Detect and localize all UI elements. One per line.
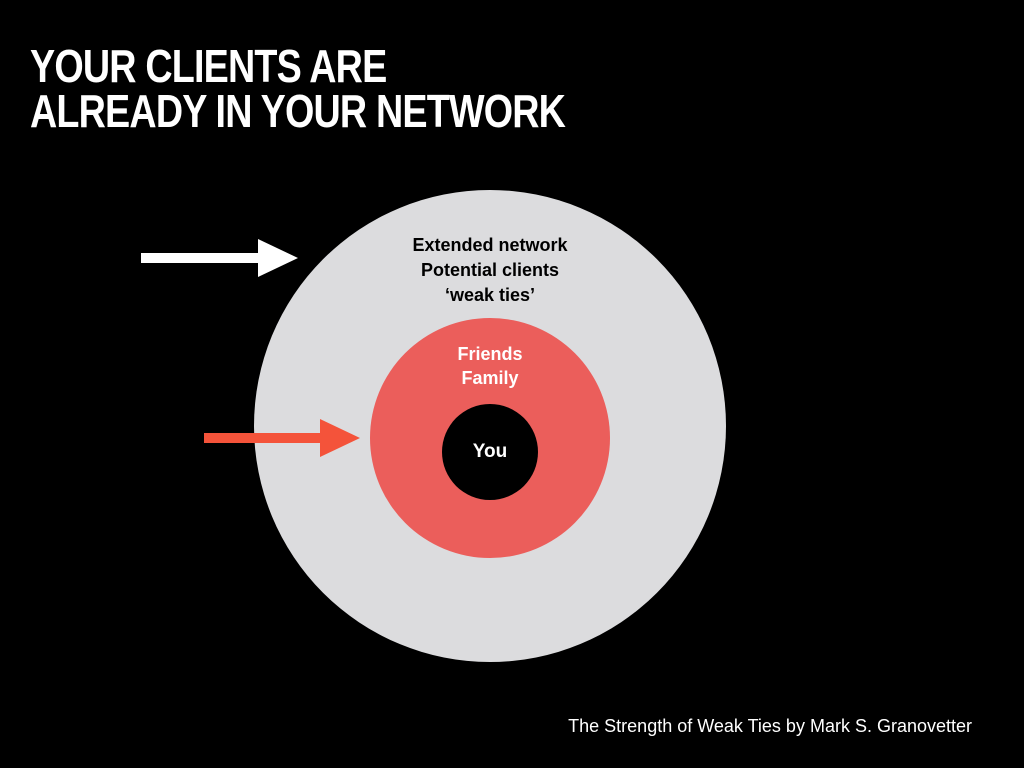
red-arrow-shaft	[204, 433, 322, 443]
red-arrow-head	[320, 419, 360, 457]
title-line-2: ALREADY IN YOUR NETWORK	[30, 85, 566, 137]
potential-clients-line: Potential clients	[420, 260, 560, 280]
weak-ties-line: ‘weak ties’	[444, 285, 536, 305]
you-text: You	[472, 441, 508, 462]
red-arrow-icon	[204, 419, 360, 457]
white-arrow-icon	[141, 239, 298, 277]
you-label: You	[442, 440, 538, 464]
title-line-1: YOUR CLIENTS ARE	[30, 40, 387, 92]
friends-line: Friends	[457, 344, 523, 364]
family-line: Family	[461, 368, 519, 388]
white-arrow-head	[258, 239, 298, 277]
white-arrow-shaft	[141, 253, 259, 263]
you-circle	[442, 404, 538, 500]
slide-title: YOUR CLIENTS ARE ALREADY IN YOUR NETWORK	[30, 40, 566, 137]
extended-network-label: Extended network Potential clients ‘weak…	[370, 233, 610, 308]
extended-network-line: Extended network	[412, 235, 568, 255]
citation: The Strength of Weak Ties by Mark S. Gra…	[568, 716, 972, 736]
friends-family-label: Friends Family	[390, 342, 590, 390]
